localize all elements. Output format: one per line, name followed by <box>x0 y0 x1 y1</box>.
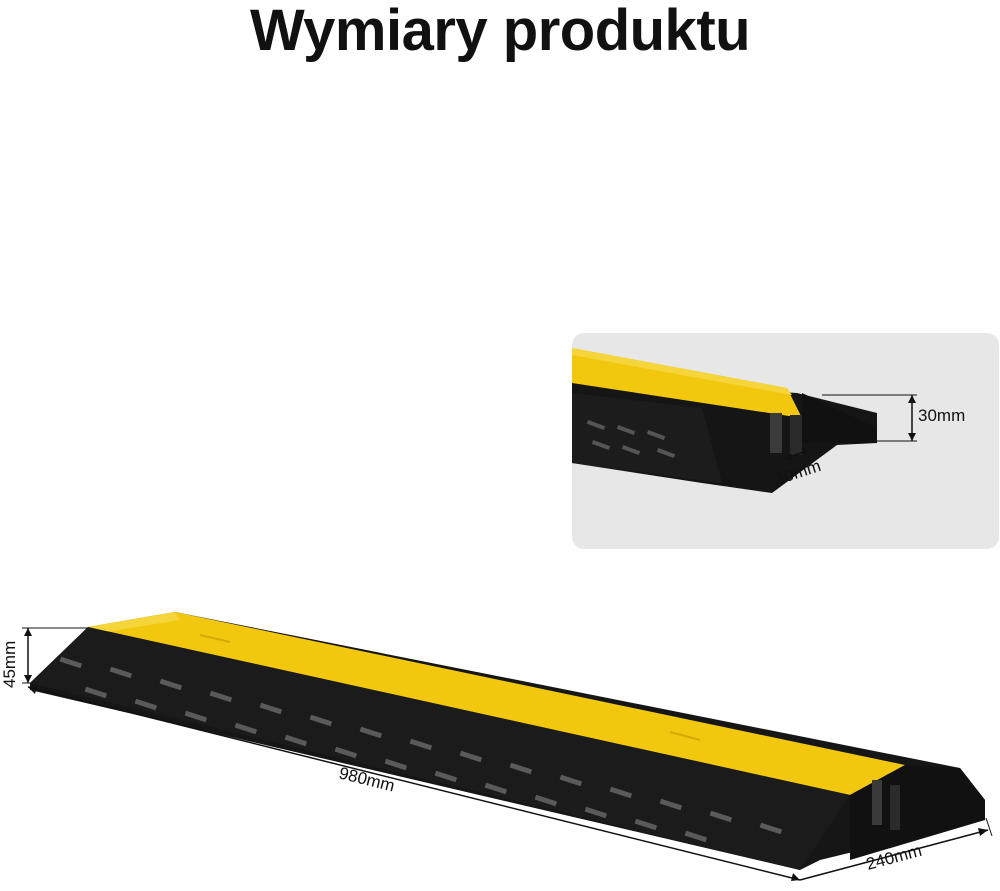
height-label: 45mm <box>0 641 19 688</box>
detail-inset: 30mm 30mm <box>572 333 999 549</box>
length-label: 980mm <box>337 763 397 795</box>
yellow-lid <box>88 612 905 795</box>
page-title: Wymiary produktu <box>249 0 751 63</box>
tread-pattern <box>59 656 783 843</box>
width-label: 240mm <box>864 841 924 874</box>
detail-labels: 30mm 30mm <box>772 406 965 489</box>
channel-height-label: 30mm <box>918 406 965 425</box>
detail-illustration <box>572 348 917 493</box>
